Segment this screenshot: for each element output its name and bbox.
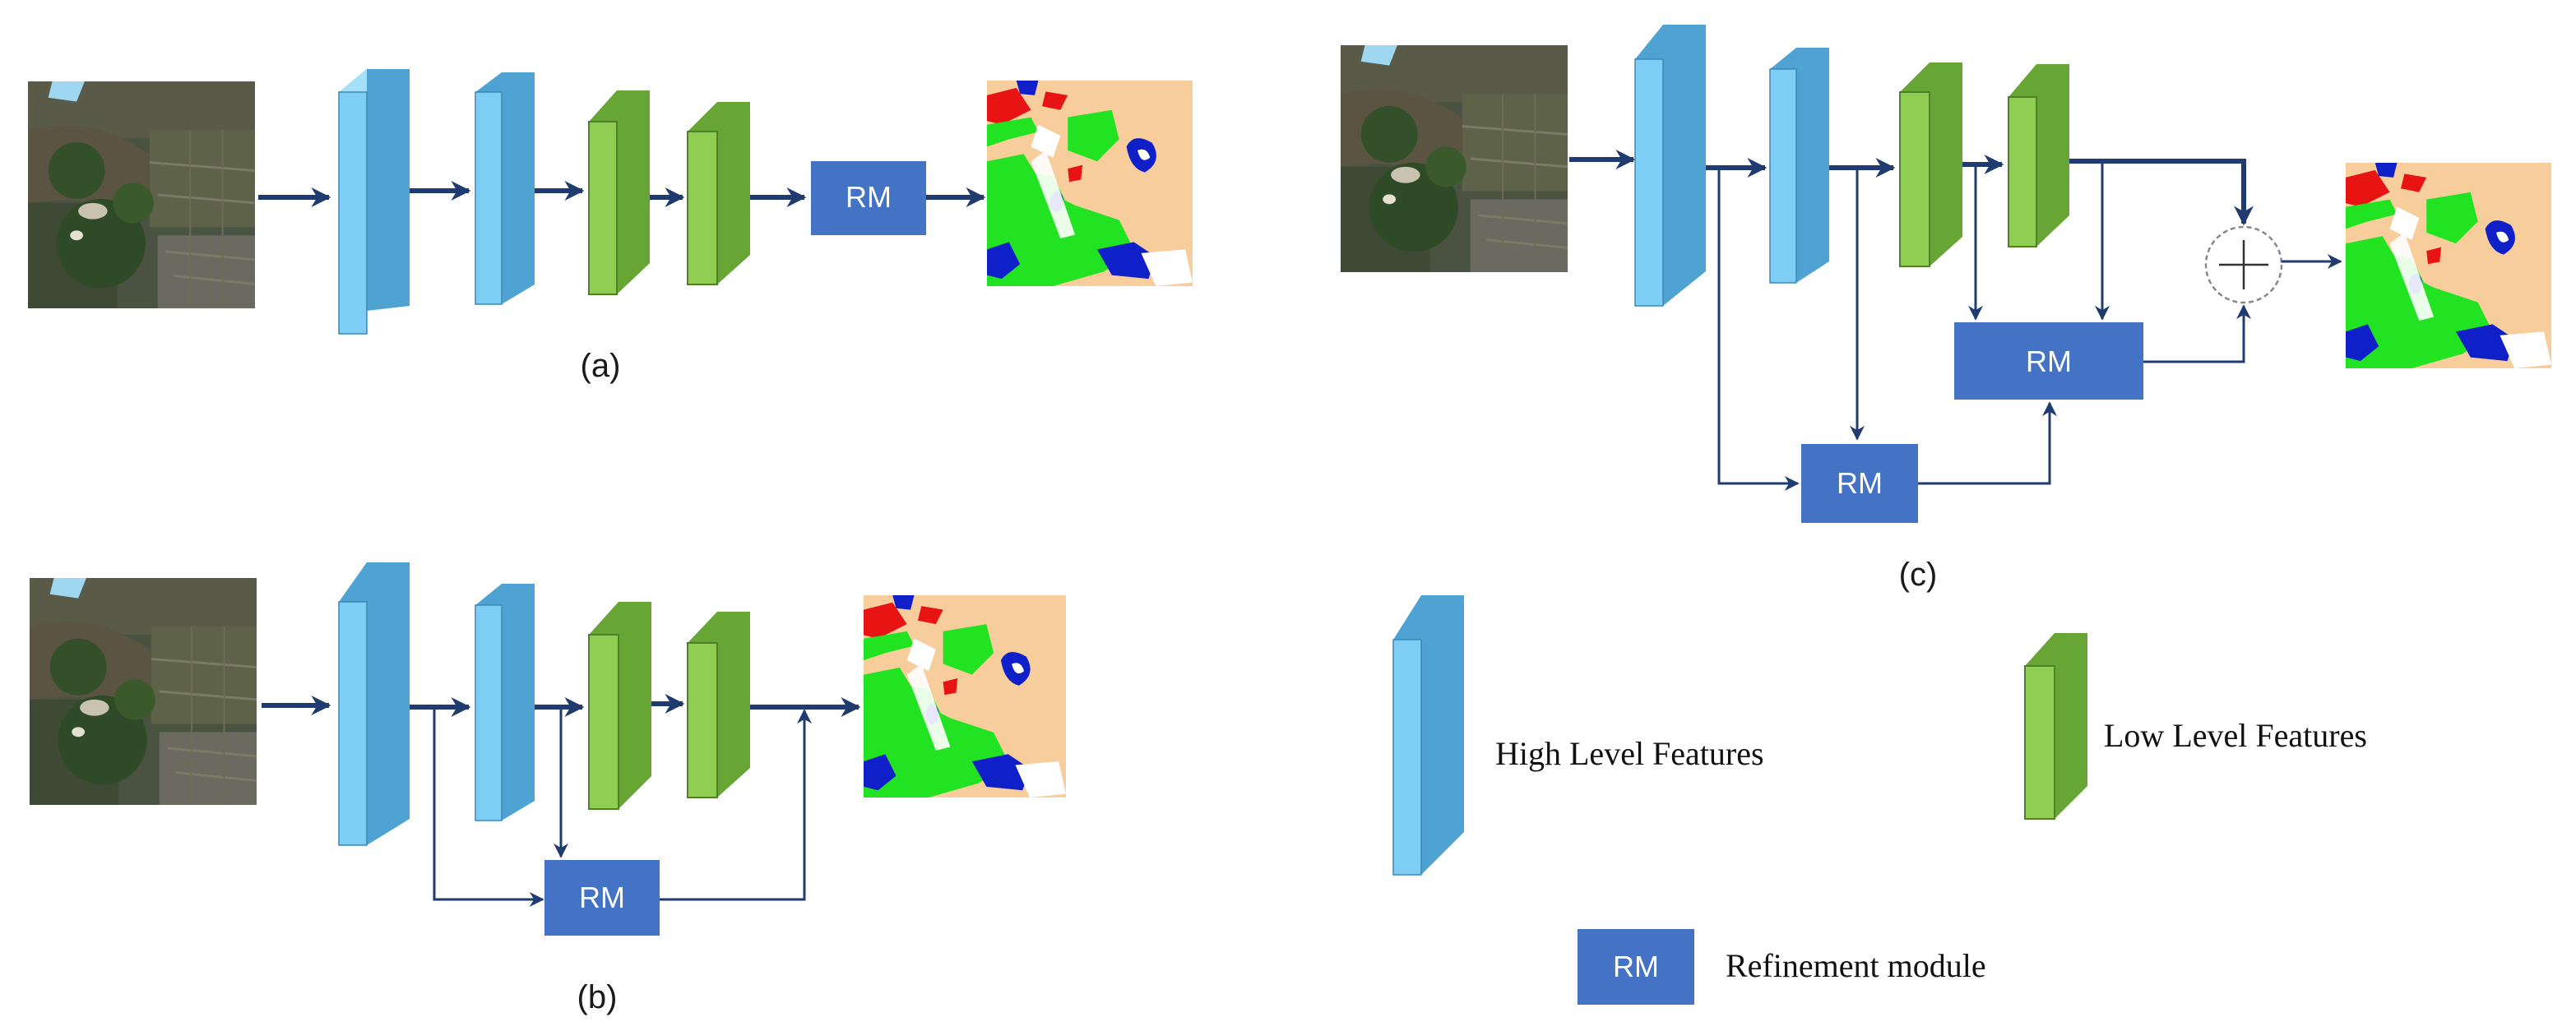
refined-merge-connection bbox=[660, 709, 812, 901]
legend-high-level-swatch bbox=[1392, 595, 1464, 876]
panel-label-b: (b) bbox=[577, 979, 618, 1015]
sum-node bbox=[2204, 225, 2283, 304]
low-level-feature-block bbox=[687, 102, 750, 285]
svg-text:RM: RM bbox=[846, 180, 892, 214]
high-level-feature-block bbox=[475, 72, 535, 305]
high-level-feature-block bbox=[1634, 25, 1706, 307]
svg-text:RM: RM bbox=[579, 881, 625, 914]
legend-rm-label: Refinement module bbox=[1726, 947, 1986, 984]
flow-arrow bbox=[2069, 159, 2254, 226]
input-image bbox=[1341, 44, 1568, 274]
refinement-module-box: RM bbox=[544, 860, 660, 936]
skip-connection bbox=[433, 707, 544, 907]
low-level-feature-block bbox=[588, 602, 651, 810]
input-image bbox=[28, 80, 255, 310]
svg-text:RM: RM bbox=[2026, 344, 2072, 378]
high-level-feature-block bbox=[475, 584, 535, 821]
low-level-feature-block bbox=[2008, 64, 2069, 247]
refinement-module-box: RM bbox=[1801, 444, 1918, 523]
refinement-module-box: RM bbox=[1954, 322, 2143, 400]
low-level-feature-block bbox=[1899, 62, 1962, 267]
panel-label-c: (c) bbox=[1899, 557, 1938, 593]
high-level-feature-block bbox=[1769, 48, 1829, 284]
svg-text:RM: RM bbox=[1613, 950, 1659, 983]
segmentation-output bbox=[864, 595, 1066, 798]
legend-high-level-label: High Level Features bbox=[1495, 735, 1764, 772]
legend-low-level-swatch bbox=[2024, 633, 2087, 820]
panel-b: RM (b) bbox=[30, 562, 1066, 1015]
svg-text:RM: RM bbox=[1837, 466, 1883, 500]
refined-connection bbox=[2143, 304, 2251, 363]
legend-low-level-label: Low Level Features bbox=[2104, 717, 2367, 754]
high-level-feature-block bbox=[338, 562, 410, 846]
panel-a: RM (a) bbox=[28, 69, 1193, 384]
panel-c: RM RM (c) bbox=[1341, 25, 2551, 593]
low-level-feature-block bbox=[588, 90, 650, 295]
segmentation-output bbox=[987, 81, 1193, 286]
refined-connection bbox=[1918, 401, 2057, 485]
high-level-feature-block bbox=[338, 69, 410, 335]
segmentation-output bbox=[2346, 163, 2551, 368]
legend-rm-swatch: RM bbox=[1578, 929, 1694, 1005]
refinement-module-box: RM bbox=[811, 161, 926, 235]
input-image bbox=[30, 577, 257, 806]
panel-label-a: (a) bbox=[581, 348, 621, 384]
skip-connection bbox=[1717, 168, 1800, 491]
low-level-feature-block bbox=[687, 612, 750, 798]
legend: High Level Features Low Level Features R… bbox=[1392, 595, 2367, 1005]
